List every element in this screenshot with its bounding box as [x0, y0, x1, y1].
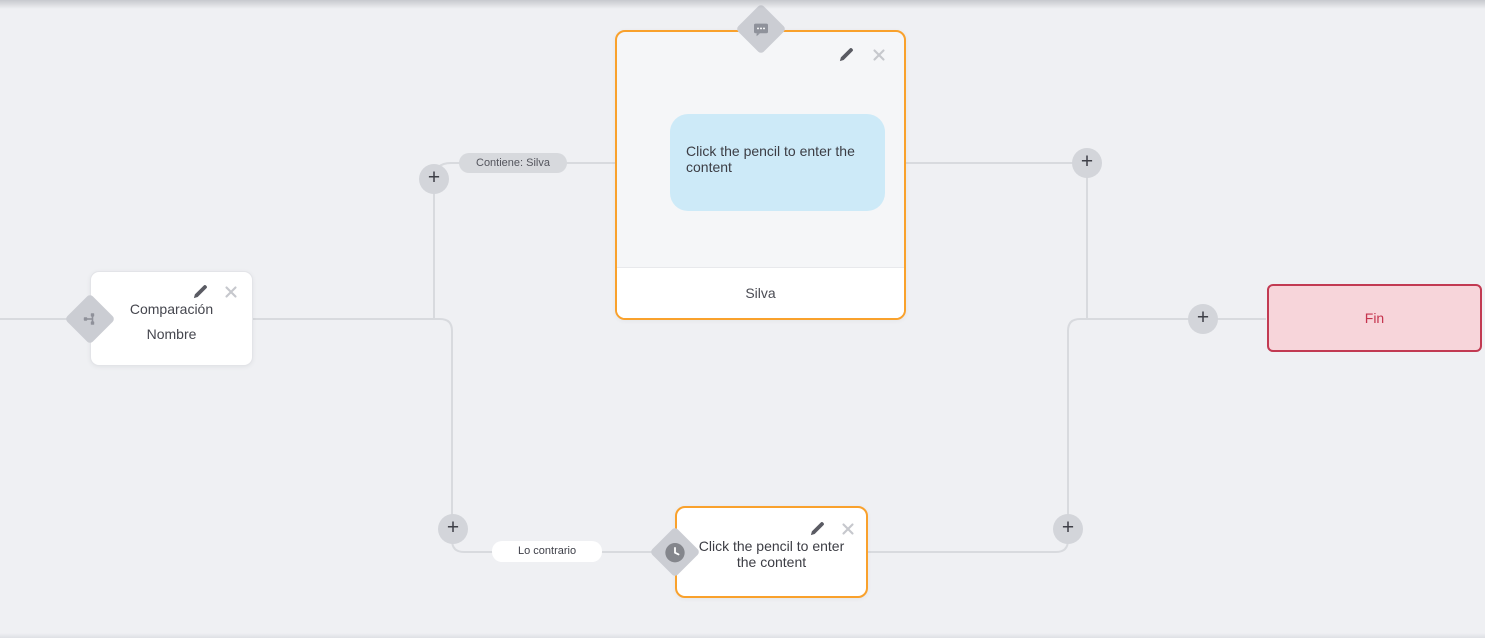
close-icon[interactable]	[839, 520, 857, 538]
chat-bubble-icon	[752, 20, 770, 38]
message-bubble-preview: Click the pencil to enter the content	[670, 114, 885, 211]
message-footer: Silva	[617, 267, 904, 318]
add-node-button-merge[interactable]: +	[1053, 514, 1083, 544]
branch-label-false: Lo contrario	[492, 541, 603, 562]
add-node-button-after-message[interactable]: +	[1072, 148, 1102, 178]
branch-label-true: Contiene: Silva	[459, 153, 567, 173]
end-node[interactable]: Fin	[1267, 284, 1482, 352]
branch-icon	[82, 311, 98, 327]
add-node-button-before-end[interactable]: +	[1188, 304, 1218, 334]
pencil-icon[interactable]	[191, 283, 209, 301]
condition-title-line2: Nombre	[146, 326, 197, 342]
pencil-icon[interactable]	[837, 46, 855, 64]
clock-icon	[665, 542, 686, 563]
end-node-label: Fin	[1364, 310, 1385, 326]
message-variable-label: Silva	[745, 285, 776, 301]
close-icon[interactable]	[870, 46, 888, 64]
message-node[interactable]: Click the pencil to enter the content Si…	[615, 30, 906, 320]
delay-node[interactable]: Click the pencil to enter the content	[675, 506, 868, 598]
pencil-icon[interactable]	[808, 520, 826, 538]
condition-title-line1: Comparación	[129, 301, 214, 317]
add-node-button-true-branch[interactable]: +	[419, 164, 449, 194]
condition-type-badge	[64, 293, 116, 345]
message-type-badge	[735, 3, 787, 55]
condition-node[interactable]: Comparación Nombre	[90, 271, 253, 366]
delay-placeholder-text: Click the pencil to enter the content	[698, 538, 845, 570]
add-node-button-false-branch[interactable]: +	[438, 514, 468, 544]
message-bubble-text: Click the pencil to enter the content	[686, 143, 855, 175]
delay-type-badge	[649, 526, 701, 578]
close-icon[interactable]	[222, 283, 240, 301]
